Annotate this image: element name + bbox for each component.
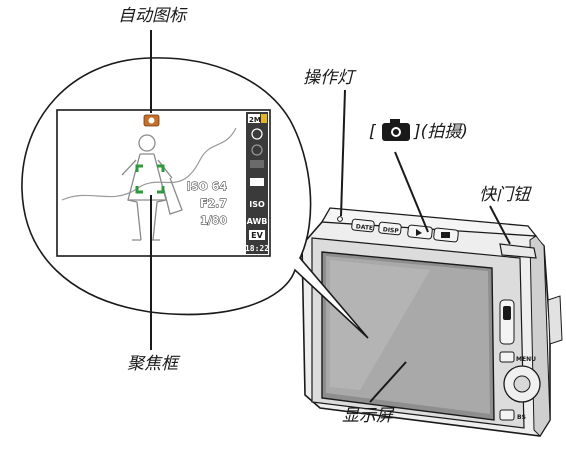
label-shutter-key-prefix: [ — [369, 122, 376, 142]
lcd-preview: ISO 64 F2.7 1/80 2M ISO AWB EV 18:22 — [56, 109, 271, 257]
disp-button-label: DISP — [382, 226, 399, 235]
date-button-label: DATE — [355, 223, 373, 232]
label-shutter-button: 快门钮 — [479, 185, 530, 205]
exposure-readouts: ISO 64 F2.7 1/80 — [186, 180, 228, 228]
readout-aperture: F2.7 — [200, 197, 227, 210]
size-badge: 2M — [249, 116, 261, 124]
label-auto-icon: 自动图标 — [118, 6, 186, 26]
leader-lines — [150, 30, 511, 403]
side-controls: MENU BS — [499, 299, 541, 421]
panel-awb: AWB — [247, 217, 268, 226]
menu-button-label: MENU — [516, 356, 536, 363]
readout-shutter: 1/80 — [200, 214, 227, 227]
lcd-time: 18:22 — [245, 244, 269, 253]
panel-ev: EV — [251, 231, 263, 240]
bs-button-label: BS — [517, 414, 526, 421]
monitor-screen — [321, 251, 495, 421]
auto-icon — [143, 114, 160, 127]
label-operation-lamp: 操作灯 — [303, 68, 354, 88]
label-shutter-key-suffix: ](拍摄) — [414, 122, 468, 142]
panel-iso: ISO — [249, 200, 265, 209]
focus-frame — [135, 164, 165, 194]
label-focus-frame: 聚焦框 — [127, 354, 178, 374]
status-panel: 2M ISO AWB EV 18:22 — [245, 112, 269, 254]
readout-iso: ISO 64 — [186, 180, 227, 193]
camera-key-icon — [382, 119, 410, 141]
label-monitor: 显示屏 — [342, 406, 393, 426]
person-figure — [121, 134, 183, 241]
